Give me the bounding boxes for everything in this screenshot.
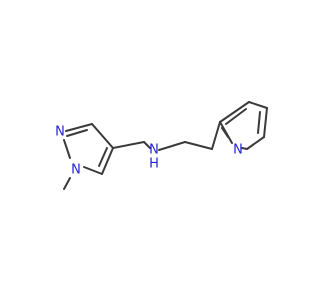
bond-n2-n1	[63, 139, 71, 159]
bond-c4-c5-inner	[257, 111, 261, 134]
atom-n-pyridine: N	[233, 143, 243, 158]
bond-lines	[63, 101, 268, 190]
bond-c4-c3	[91, 123, 114, 149]
bond-c4-c5	[263, 107, 268, 138]
bond-c4-ch2	[112, 141, 145, 149]
atom-h-amine: H	[149, 157, 159, 172]
bond-c5-c6	[246, 136, 265, 150]
molecule-diagram: N N N H N	[0, 0, 300, 300]
bond-c3-c4	[248, 101, 268, 109]
atom-n-pyrazole: N	[55, 125, 65, 140]
bond-c5-c4	[101, 147, 114, 175]
atom-n-amine: N	[149, 143, 159, 158]
bond-c3-n2-inner	[66, 129, 88, 137]
background	[0, 0, 300, 300]
bond-n1-c5	[83, 166, 103, 175]
bond-c3-n2	[65, 123, 93, 132]
bond-npy-c2-inner	[221, 127, 229, 138]
bond-ch2-ch2	[184, 141, 213, 150]
bond-c5-c4-inner	[98, 147, 108, 167]
bond-c2-c3-inner	[225, 108, 247, 125]
bond-methyl-n1	[63, 177, 71, 190]
bond-ch2-nh	[143, 141, 151, 149]
bond-ch2-c2	[211, 121, 221, 150]
bond-c6-npy	[241, 147, 248, 150]
bond-nh-ch2	[158, 141, 186, 151]
bond-c2-c3	[219, 101, 250, 123]
atom-labels: N N N H N	[55, 125, 243, 178]
atom-n-methyl: N	[71, 163, 81, 178]
